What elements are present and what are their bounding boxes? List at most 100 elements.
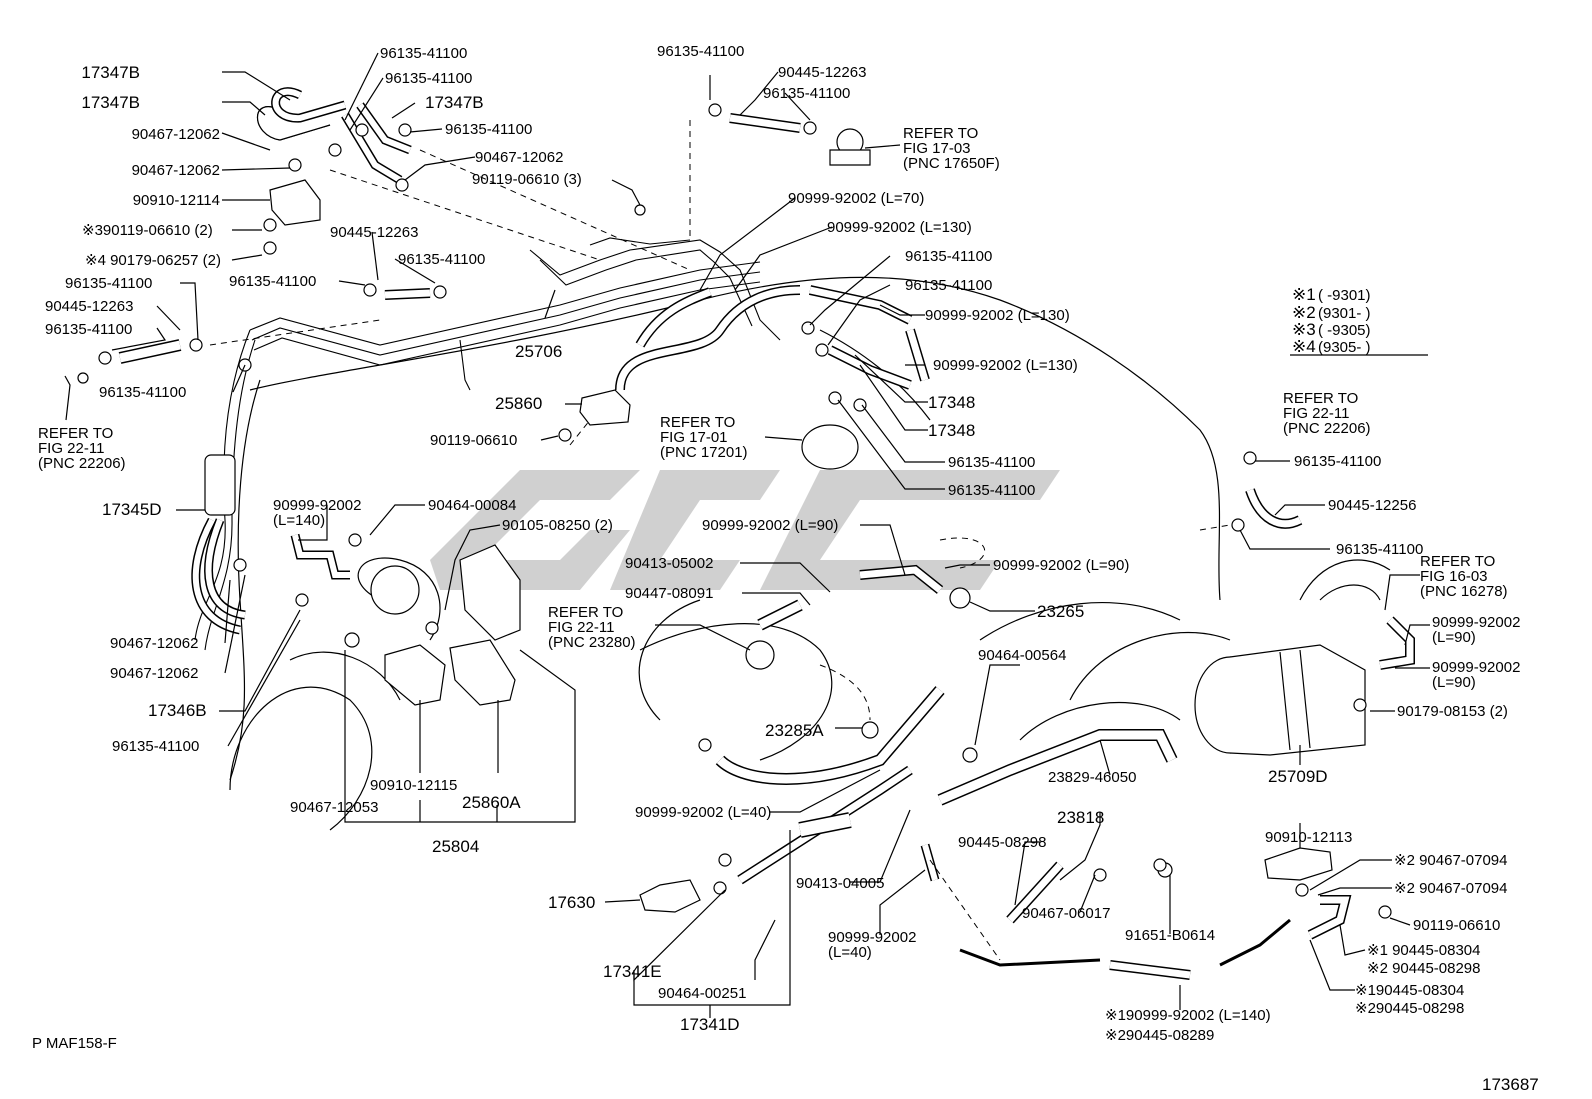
legend-mark-4: ※4 xyxy=(1292,337,1316,356)
part-label: 96135-41100 xyxy=(112,738,199,755)
part-label: 90467-12062 xyxy=(132,126,220,143)
dashed-lines xyxy=(209,120,1231,961)
part-label: 96135-41100 xyxy=(657,43,744,60)
part-label: 90119-06610 xyxy=(1413,917,1500,934)
part-label: 96135-41100 xyxy=(1294,453,1381,470)
part-label: 90119-06610 xyxy=(430,432,517,449)
part-label: 23829-46050 xyxy=(1048,769,1136,786)
part-label: 90467-12062 xyxy=(110,635,198,652)
part-label: 96135-41100 xyxy=(65,275,152,292)
illustration-number: 173687 xyxy=(1482,1075,1539,1094)
part-label: ※390119-06610 (2) xyxy=(82,222,213,239)
part-label: 25860A xyxy=(462,793,521,812)
legend-mark-2: ※2 xyxy=(1292,303,1316,322)
part-label: ※1 90445-08304 xyxy=(1367,942,1481,959)
part-label: 96135-41100 xyxy=(398,251,485,268)
part-label: 96135-41100 xyxy=(99,384,186,401)
part-label: 96135-41100 xyxy=(905,277,992,294)
part-label: 90464-00251 xyxy=(658,985,746,1002)
part-label: 96135-41100 xyxy=(948,482,1035,499)
part-label: 90464-00084 xyxy=(428,497,516,514)
part-label: 90467-12062 xyxy=(110,665,198,682)
part-label: 17346B xyxy=(148,701,207,720)
components xyxy=(77,103,1392,919)
part-label: 17345D xyxy=(102,500,162,519)
legend-range-2: (9301- ) xyxy=(1318,305,1371,322)
part-label: 90467-12053 xyxy=(290,799,378,816)
part-labels: 17347B 17347B 96135-41100 96135-41100 17347B… xyxy=(38,43,1520,1044)
part-label: 90910-12113 xyxy=(1265,829,1352,846)
part-label: 90119-06610 (3) xyxy=(472,171,582,188)
legend-range-1: ( -9301) xyxy=(1318,287,1371,304)
part-label: 25706 xyxy=(515,342,562,361)
part-label: 90910-12115 xyxy=(370,777,457,794)
part-label: 17348 xyxy=(928,393,975,412)
part-label: 90105-08250 (2) xyxy=(502,517,613,534)
part-label: ※290445-08298 xyxy=(1355,1000,1464,1017)
part-label: 25860 xyxy=(495,394,542,413)
part-label: 17347B xyxy=(425,93,484,112)
part-label: 90413-05002 xyxy=(625,555,713,572)
part-label: 23265 xyxy=(1037,602,1084,621)
part-label: ※2 90467-07094 xyxy=(1394,852,1508,869)
part-label: 17347B xyxy=(81,93,140,112)
part-label: 96135-41100 xyxy=(45,321,132,338)
part-label: 96135-41100 xyxy=(229,273,316,290)
part-label: 90999-92002 (L=40) xyxy=(635,804,771,821)
part-label: 90999-92002(L=90) xyxy=(1432,614,1520,646)
part-label: 90999-92002 (L=130) xyxy=(933,357,1078,374)
part-label: ※4 90179-06257 (2) xyxy=(85,252,221,269)
part-label: 90999-92002 (L=70) xyxy=(788,190,924,207)
part-label: ※190999-92002 (L=140) xyxy=(1105,1007,1271,1024)
part-label: 23285A xyxy=(765,721,824,740)
legend-mark-1: ※1 xyxy=(1292,285,1316,304)
part-label: ※2 90445-08298 xyxy=(1367,960,1481,977)
part-label: 90999-92002 (L=90) xyxy=(993,557,1129,574)
part-label: 96135-41100 xyxy=(385,70,472,87)
part-label: 96135-41100 xyxy=(380,45,467,62)
part-label: 17347B xyxy=(81,63,140,82)
part-label: 23818 xyxy=(1057,808,1104,827)
part-label: 17341E xyxy=(603,962,662,981)
legend-range-3: ( -9305) xyxy=(1318,322,1371,339)
part-label: 90999-92002 (L=130) xyxy=(827,219,972,236)
part-label: 90999-92002(L=140) xyxy=(273,497,361,529)
leader-lines xyxy=(64,52,1430,1018)
part-label: 90445-12256 xyxy=(1328,497,1416,514)
part-label: ※190445-08304 xyxy=(1355,982,1464,999)
part-label: 90413-04005 xyxy=(796,875,884,892)
part-label: 96135-41100 xyxy=(763,85,850,102)
part-label: 25804 xyxy=(432,837,479,856)
legend-range-4: (9305- ) xyxy=(1318,339,1371,356)
part-label: 90467-12062 xyxy=(132,162,220,179)
legend-mark-3: ※3 xyxy=(1292,320,1316,339)
part-label: 96135-41100 xyxy=(948,454,1035,471)
part-label: 96135-41100 xyxy=(1336,541,1423,558)
part-label: 90910-12114 xyxy=(133,192,220,209)
figure-code: P MAF158-F xyxy=(32,1035,117,1052)
part-label: 90445-12263 xyxy=(330,224,418,241)
part-label: 17341D xyxy=(680,1015,740,1034)
hoses xyxy=(118,87,1415,980)
part-label: ※290445-08289 xyxy=(1105,1027,1214,1044)
part-label: 90999-92002(L=40) xyxy=(828,929,916,961)
part-label: 90445-08298 xyxy=(958,834,1046,851)
part-label: 96135-41100 xyxy=(905,248,992,265)
part-label: 96135-41100 xyxy=(445,121,532,138)
part-label: 90467-12062 xyxy=(475,149,563,166)
part-label: 17630 xyxy=(548,893,595,912)
part-label: 25709D xyxy=(1268,767,1328,786)
part-label: 90999-92002(L=90) xyxy=(1432,659,1520,691)
part-label: 17348 xyxy=(928,421,975,440)
part-label: 90445-12263 xyxy=(45,298,133,315)
part-label: 90445-12263 xyxy=(778,64,866,81)
part-label: 90999-92002 (L=90) xyxy=(702,517,838,534)
part-label: 91651-B0614 xyxy=(1125,927,1215,944)
part-label: 90447-08091 xyxy=(625,585,713,602)
